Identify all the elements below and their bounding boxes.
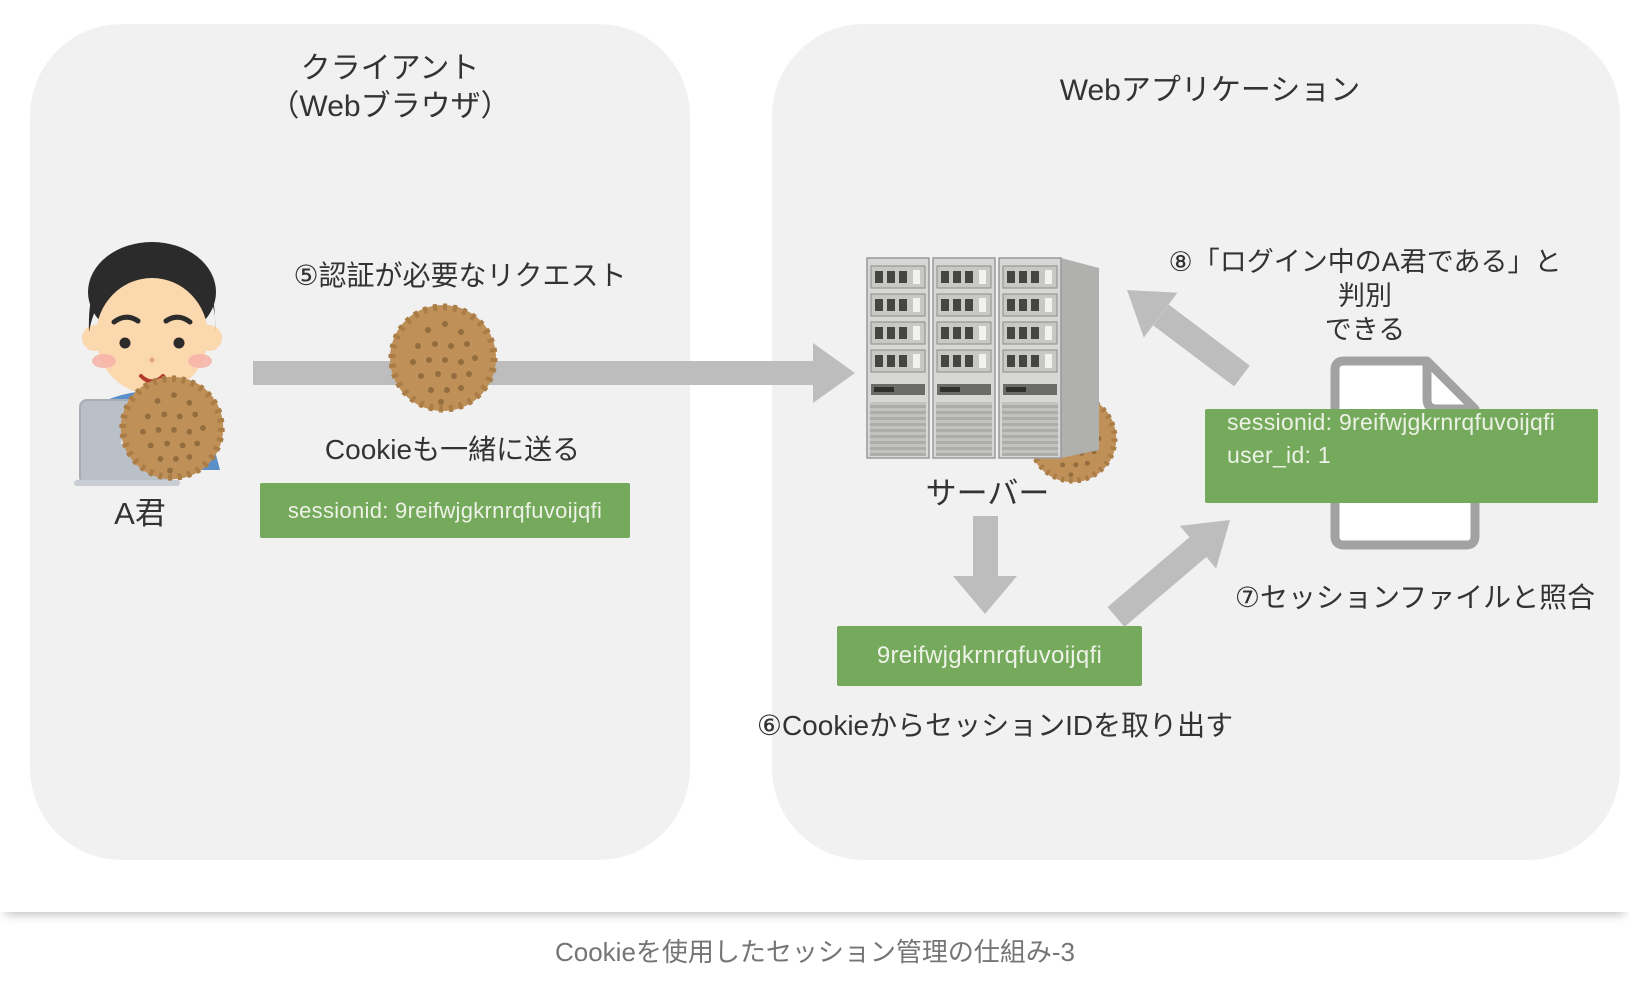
client-title-line1: クライアント (300, 52, 480, 85)
extracted-session-id-box: 9reifwjgkrnrqfuvoijqfi (837, 626, 1142, 686)
client-session-box: sessionid: 9reifwjgkrnrqfuvoijqfi (260, 483, 630, 538)
request-arrow-shaft (253, 361, 813, 385)
extract-arrow-head-icon (953, 576, 1017, 614)
server-label: サーバー (925, 476, 1050, 511)
step8-line1: ⑧「ログイン中のA君である」と判別 (1168, 247, 1562, 311)
step5-label: ⑤認証が必要なリクエスト (293, 260, 627, 291)
session-diagram: クライアント （Webブラウザ） Webアプリケーション ⑤認証が必要なリクエス… (30, 24, 1620, 860)
cookie-note-label: Cookieも一緒に送る (324, 434, 581, 465)
figure-caption: Cookieを使用したセッション管理の仕組み-3 (554, 937, 1076, 967)
request-arrow-head-icon (813, 343, 855, 403)
cookie-icon-request (383, 298, 503, 418)
client-panel-title: クライアント （Webブラウザ） (225, 50, 555, 125)
client-title-line2: （Webブラウザ） (269, 89, 511, 123)
session-file-line1: sessionid: 9reifwjgkrnrqfuvoijqfi (1227, 409, 1556, 435)
user-label: A君 (114, 496, 166, 531)
cookie-icon-user (114, 370, 230, 486)
step6-label: ⑥CookieからセッションIDを取り出す (756, 710, 1234, 741)
extract-arrow-shaft (973, 516, 998, 578)
step8-label: ⑧「ログイン中のA君である」と判別 できる (1160, 246, 1570, 347)
session-file-box: sessionid: 9reifwjgkrnrqfuvoijqfi user_i… (1205, 409, 1598, 503)
step7-label: ⑦セッションファイルと照合 (1234, 582, 1596, 613)
identify-arrow-icon (1127, 290, 1250, 387)
session-file-line2: user_id: 1 (1227, 442, 1332, 468)
web-panel-title: Webアプリケーション (1059, 74, 1361, 107)
server-icon (866, 257, 1099, 459)
match-arrow-icon (1107, 520, 1230, 627)
step8-line2: できる (1324, 314, 1406, 345)
